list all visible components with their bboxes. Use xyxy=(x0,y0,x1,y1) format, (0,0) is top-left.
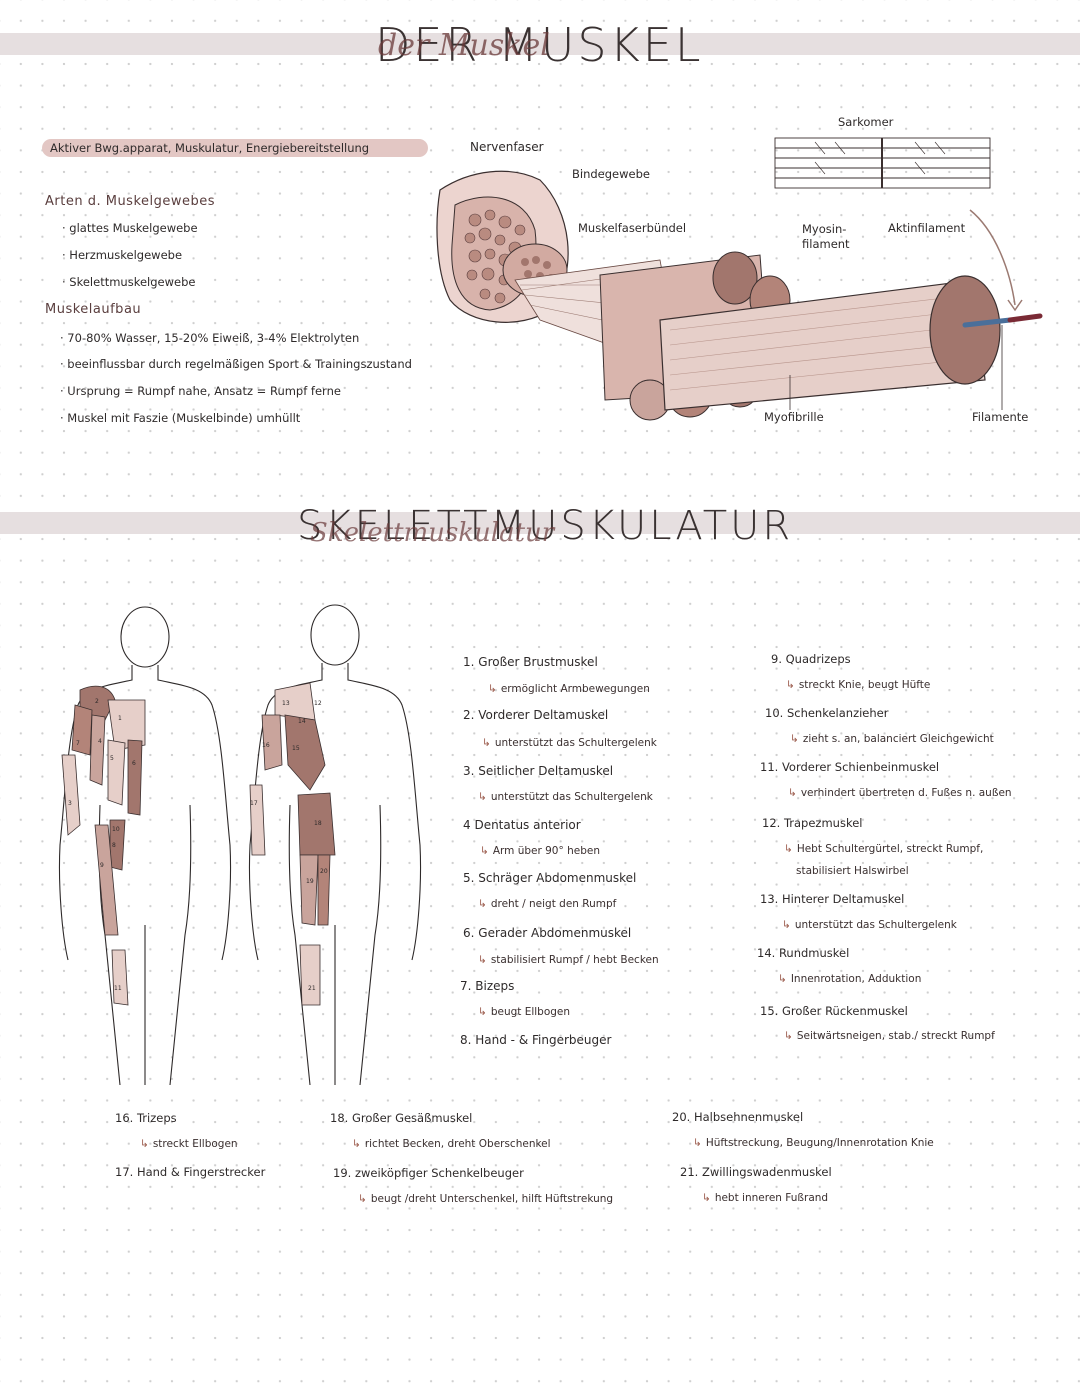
muscle-function: ↳Hebt Schultergürtel, streckt Rumpf, xyxy=(784,843,984,855)
muscle-function: ↳Innenrotation, Adduktion xyxy=(778,973,922,985)
muscle-function: ↳streckt Knie, beugt Hüfte xyxy=(786,679,931,691)
type-item: · Herzmuskelgewebe xyxy=(62,248,183,262)
label-aktin: Aktinfilament xyxy=(888,221,966,235)
body-front-figure: 1 2 3 4 5 6 7 8 9 10 11 xyxy=(58,606,232,1086)
arrow-to-filament xyxy=(969,209,1016,306)
header-band-1 xyxy=(0,33,1080,55)
structure-item: · 70-80% Wasser, 15-20% Eiweiß, 3-4% Ele… xyxy=(60,331,360,345)
muscle-title: 11. Vorderer Schienbeinmuskel xyxy=(760,760,940,774)
figure-number: 20 xyxy=(320,868,328,875)
section-title-skelettmuskulatur: SKELETTMUSKULATUR xyxy=(297,503,794,549)
muscle-function: ↳beugt Ellbogen xyxy=(478,1006,571,1018)
label-sarkomer: Sarkomer xyxy=(838,115,894,129)
figure-number: 6 xyxy=(132,760,136,767)
muscle-title: 9. Quadrizeps xyxy=(771,652,851,666)
muscle-title: 20. Halbsehnenmuskel xyxy=(672,1110,804,1124)
muscle-title: 2. Vorderer Deltamuskel xyxy=(463,708,609,722)
muscle-title: 3. Seitlicher Deltamuskel xyxy=(463,764,614,778)
figure-number: 17 xyxy=(250,800,258,807)
muscle-function: ↳verhindert übertreten d. Fußes n. außen xyxy=(788,787,1012,799)
muscle-title: 13. Hinterer Deltamuskel xyxy=(760,892,905,906)
label-myofibrille: Myofibrille xyxy=(764,410,824,424)
muscle-structure-diagram xyxy=(436,137,1043,421)
muscle-function-cont: stabilisiert Halswirbel xyxy=(796,865,909,877)
figure-number: 7 xyxy=(76,740,80,747)
figure-number: 10 xyxy=(112,826,120,833)
structure-item: · beeinflussbar durch regelmäßigen Sport… xyxy=(60,357,412,371)
definition-highlight xyxy=(42,139,428,157)
muscle-title: 10. Schenkelanzieher xyxy=(765,706,889,720)
muscle-title: 19. zweiköpfiger Schenkelbeuger xyxy=(333,1166,524,1180)
filament-red xyxy=(1007,313,1043,323)
muscle-function: ↳unterstützt das Schultergelenk xyxy=(782,919,957,931)
figure-number: 16 xyxy=(262,742,270,749)
muscle-title: 15. Großer Rückenmuskel xyxy=(760,1004,908,1018)
myofibril xyxy=(659,279,986,411)
muscle-function: ↳Arm über 90° heben xyxy=(480,845,600,857)
section-title-script: Skelettmuskulatur xyxy=(310,518,555,548)
figure-number: 8 xyxy=(112,842,116,849)
label-myosin: Myosin- filament xyxy=(802,222,850,251)
label-bindegewebe: Bindegewebe xyxy=(572,167,650,181)
structure-heading: Muskelaufbau xyxy=(45,302,142,317)
muscle-title: 16. Trizeps xyxy=(115,1111,177,1125)
muscle-function: ↳unterstützt das Schultergelenk xyxy=(482,737,657,749)
page-title-script: der Muskel xyxy=(378,28,550,63)
muscle-title: 18. Großer Gesäßmuskel xyxy=(330,1111,473,1125)
muscle-function: ↳Hüftstreckung, Beugung/Innenrotation Kn… xyxy=(693,1137,934,1149)
muscle-title: 5. Schräger Abdomenmuskel xyxy=(463,871,637,885)
back-muscles xyxy=(249,682,336,1006)
muscle-function: ↳stabilisiert Rumpf / hebt Becken xyxy=(478,954,659,966)
muscle-title: 14. Rundmuskel xyxy=(757,946,850,960)
muscle-title: 12. Trapezmuskel xyxy=(762,816,863,830)
figure-number: 15 xyxy=(292,745,300,752)
label-nervenfaser: Nervenfaser xyxy=(470,140,544,154)
figure-number: 18 xyxy=(314,820,322,827)
definition-text: Aktiver Bwg.apparat, Muskulatur, Energie… xyxy=(50,141,370,155)
header-band-2 xyxy=(0,512,1080,534)
figure-number: 19 xyxy=(306,878,314,885)
muscle-title: 17. Hand & Fingerstrecker xyxy=(115,1165,266,1179)
figure-number: 3 xyxy=(68,800,72,807)
muscle-function: ↳richtet Becken, dreht Oberschenkel xyxy=(352,1138,551,1150)
muscle-title: 6. Gerader Abdomenmuskel xyxy=(463,926,632,940)
muscle-function: ↳streckt Ellbogen xyxy=(140,1138,238,1150)
muscle-title: 1. Großer Brustmuskel xyxy=(463,655,598,669)
muscle-function: ↳Seitwärtsneigen, stab./ streckt Rumpf xyxy=(784,1030,995,1042)
filament-blue xyxy=(962,317,1013,328)
muscle-title: 4 Dentatus anterior xyxy=(463,818,581,832)
muscle-function: ↳ermöglicht Armbewegungen xyxy=(488,683,650,695)
muscle-function: ↳beugt /dreht Unterschenkel, hilft Hüfts… xyxy=(358,1193,614,1205)
figure-number: 14 xyxy=(298,718,306,725)
types-heading: Arten d. Muskelgewebes xyxy=(45,194,216,209)
front-muscles xyxy=(61,685,146,1006)
sarcomere-diagram xyxy=(774,137,991,189)
figure-number: 13 xyxy=(282,700,290,707)
muscle-function: ↳unterstützt das Schultergelenk xyxy=(478,791,653,803)
muscle-function: ↳dreht / neigt den Rumpf xyxy=(478,898,617,910)
page-title: DER MUSKEL xyxy=(375,18,704,72)
figure-number: 2 xyxy=(95,698,99,705)
muscle-title: 7. Bizeps xyxy=(460,979,515,993)
figure-number: 21 xyxy=(308,985,316,992)
label-muskelfaserbuendel: Muskelfaserbündel xyxy=(578,221,687,235)
figure-number: 4 xyxy=(98,738,102,745)
structure-item: · Ursprung = Rumpf nahe, Ansatz = Rumpf … xyxy=(60,384,341,398)
muscle-function: ↳zieht s. an, balanciert Gleichgewicht xyxy=(790,733,994,745)
figure-number: 11 xyxy=(114,985,122,992)
type-item: · glattes Muskelgewebe xyxy=(62,221,198,235)
structure-item: · Muskel mit Faszie (Muskelbinde) umhüll… xyxy=(60,411,301,425)
body-back-figure: 12 13 14 15 16 17 18 19 20 21 xyxy=(248,604,422,1086)
label-filamente: Filamente xyxy=(972,410,1029,424)
muscle-title: 8. Hand - & Fingerbeuger xyxy=(460,1033,612,1047)
figure-number: 9 xyxy=(100,862,104,869)
muscle-function: ↳hebt inneren Fußrand xyxy=(702,1192,829,1204)
figure-number: 1 xyxy=(118,715,122,722)
figure-number: 12 xyxy=(314,700,322,707)
figure-number: 5 xyxy=(110,755,114,762)
muscle-title: 21. Zwillingswadenmuskel xyxy=(680,1165,832,1179)
type-item: · Skelettmuskelgewebe xyxy=(62,275,196,289)
